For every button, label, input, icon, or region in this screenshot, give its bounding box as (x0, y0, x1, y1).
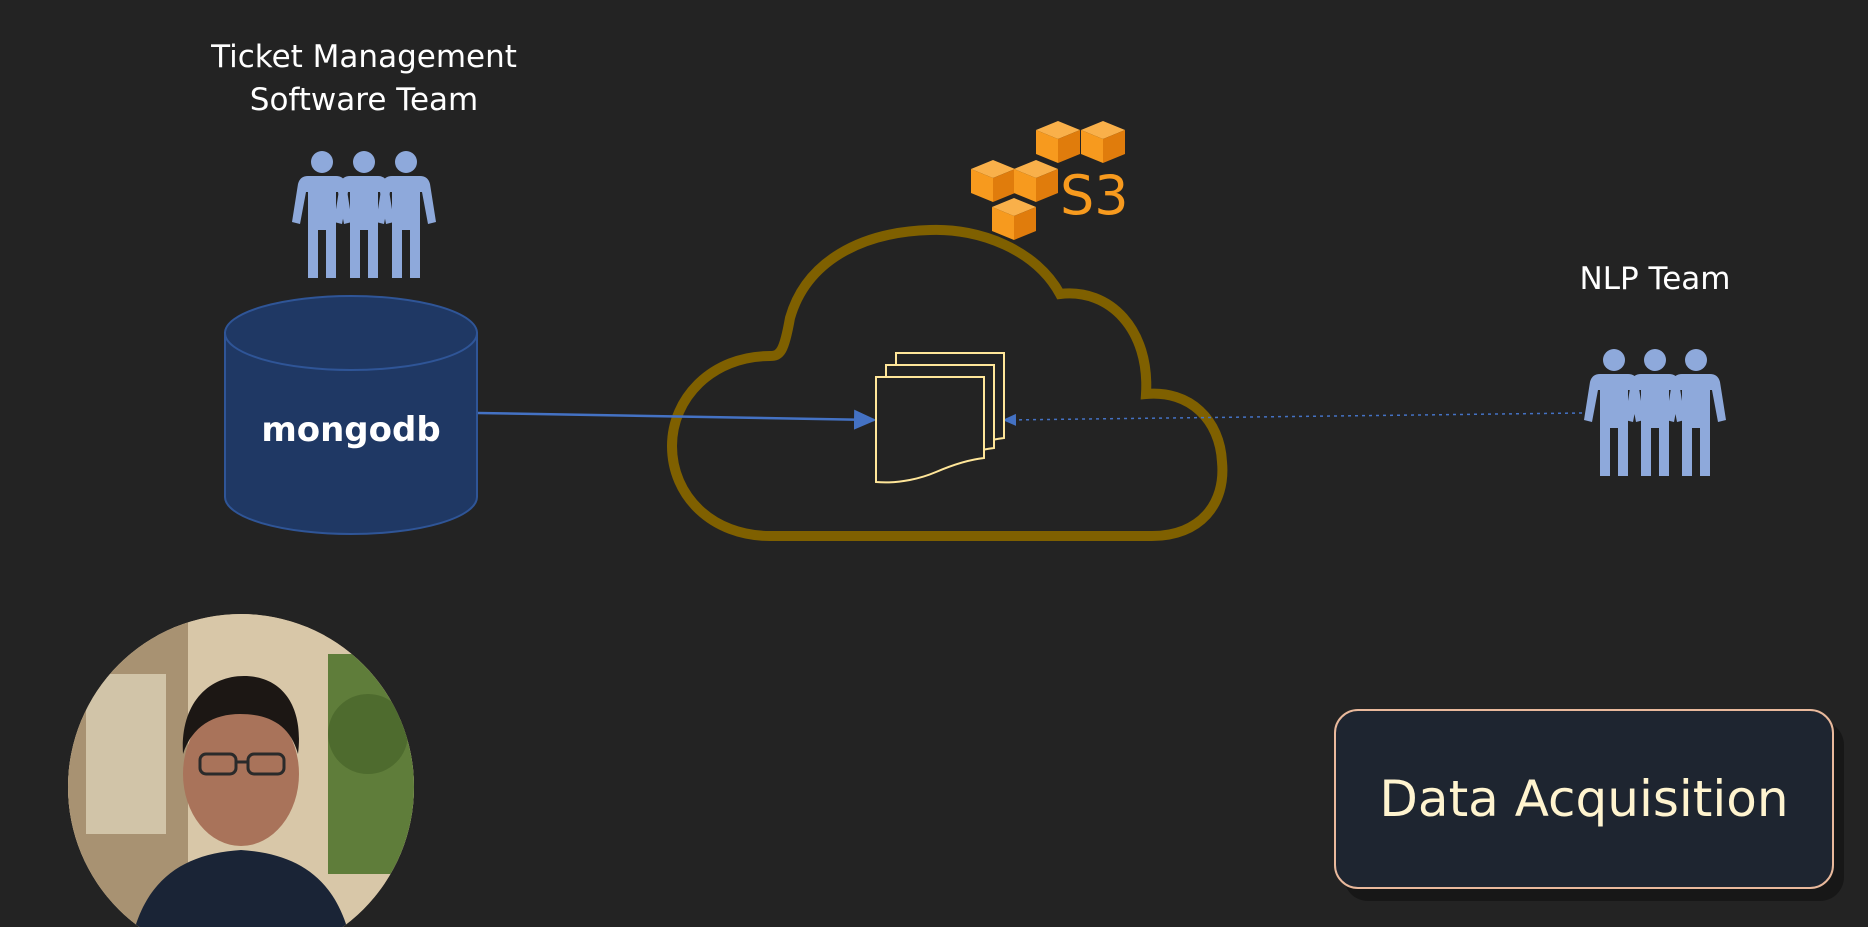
stage-title: Data Acquisition (1379, 770, 1789, 828)
stage-title-box: Data Acquisition (1334, 709, 1834, 889)
nlp-team-people-icon (1584, 349, 1726, 476)
ticket-team-label-line2: Software Team (249, 82, 479, 118)
document-stack-icon (875, 352, 1005, 484)
nlp-to-s3-arrow (1002, 412, 1583, 426)
ticket-team-people-icon (292, 151, 436, 278)
ticket-team-label-line1: Ticket Management (211, 39, 517, 75)
mongodb-to-s3-arrow (477, 409, 877, 430)
cloud-icon (666, 224, 1228, 541)
ticket-team-label: Ticket Management Software Team (184, 36, 544, 122)
database-cylinder-icon (224, 295, 478, 535)
database-label: mongodb (261, 410, 441, 450)
nlp-team-label: NLP Team (1579, 261, 1731, 297)
s3-label: S3 (1060, 164, 1129, 227)
